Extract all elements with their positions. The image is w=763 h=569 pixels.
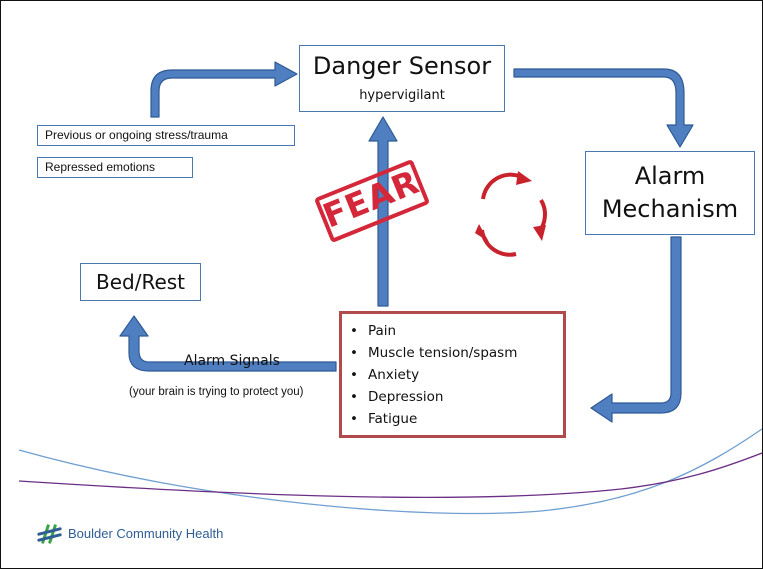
list-item: • Anxiety bbox=[350, 364, 563, 386]
bullet: • bbox=[350, 345, 358, 361]
arrow-alarm-signals-to-bedrest bbox=[119, 315, 337, 372]
refresh-cycle-icon bbox=[480, 172, 548, 257]
danger-sensor-subtitle: hypervigilant bbox=[359, 88, 445, 103]
arrow-symptoms-to-sensor bbox=[368, 116, 398, 307]
arrow-alarm-to-symptoms bbox=[590, 236, 682, 423]
symptom-label: Anxiety bbox=[368, 367, 420, 383]
arrow-stress-to-sensor bbox=[150, 61, 298, 118]
alarm-mechanism-label: Alarm Mechanism bbox=[586, 160, 754, 226]
swoosh-blue bbox=[18, 428, 762, 515]
previous-stress-box: Previous or ongoing stress/trauma bbox=[37, 125, 295, 146]
list-item: • Pain bbox=[350, 320, 563, 342]
danger-sensor-box: Danger Sensor hypervigilant bbox=[299, 45, 505, 112]
bullet: • bbox=[350, 323, 358, 339]
bullet: • bbox=[350, 367, 358, 383]
alarm-signals-note: (your brain is trying to protect you) bbox=[129, 386, 304, 398]
alarm-mechanism-box: Alarm Mechanism bbox=[585, 151, 755, 235]
symptom-label: Muscle tension/spasm bbox=[368, 345, 518, 361]
bullet: • bbox=[350, 411, 358, 427]
alarm-mechanism-line1: Alarm bbox=[634, 162, 706, 190]
symptom-label: Depression bbox=[368, 389, 444, 405]
symptom-label: Pain bbox=[368, 323, 397, 339]
bed-rest-box: Bed/Rest bbox=[80, 263, 201, 301]
symptoms-list: • Pain • Muscle tension/spasm • Anxiety • De… bbox=[350, 320, 563, 430]
alarm-mechanism-line2: Mechanism bbox=[601, 195, 739, 223]
bch-logo-mark-icon bbox=[37, 524, 62, 544]
list-item: • Depression bbox=[350, 386, 563, 408]
symptoms-box: • Pain • Muscle tension/spasm • Anxiety • De… bbox=[339, 311, 566, 438]
alarm-signals-label: Alarm Signals bbox=[184, 353, 280, 369]
danger-sensor-title: Danger Sensor bbox=[312, 52, 492, 80]
bch-logo-name: Boulder Community Health bbox=[68, 526, 224, 541]
cycle-arrowheads bbox=[475, 171, 546, 242]
swoosh-purple bbox=[18, 452, 762, 499]
arrow-sensor-to-alarm bbox=[513, 68, 694, 148]
list-item: • Fatigue bbox=[350, 408, 563, 430]
bullet: • bbox=[350, 389, 358, 405]
symptom-label: Fatigue bbox=[368, 411, 418, 427]
bch-logo: Boulder Community Health bbox=[36, 523, 286, 547]
list-item: • Muscle tension/spasm bbox=[350, 342, 563, 364]
repressed-emotions-box: Repressed emotions bbox=[37, 157, 193, 178]
